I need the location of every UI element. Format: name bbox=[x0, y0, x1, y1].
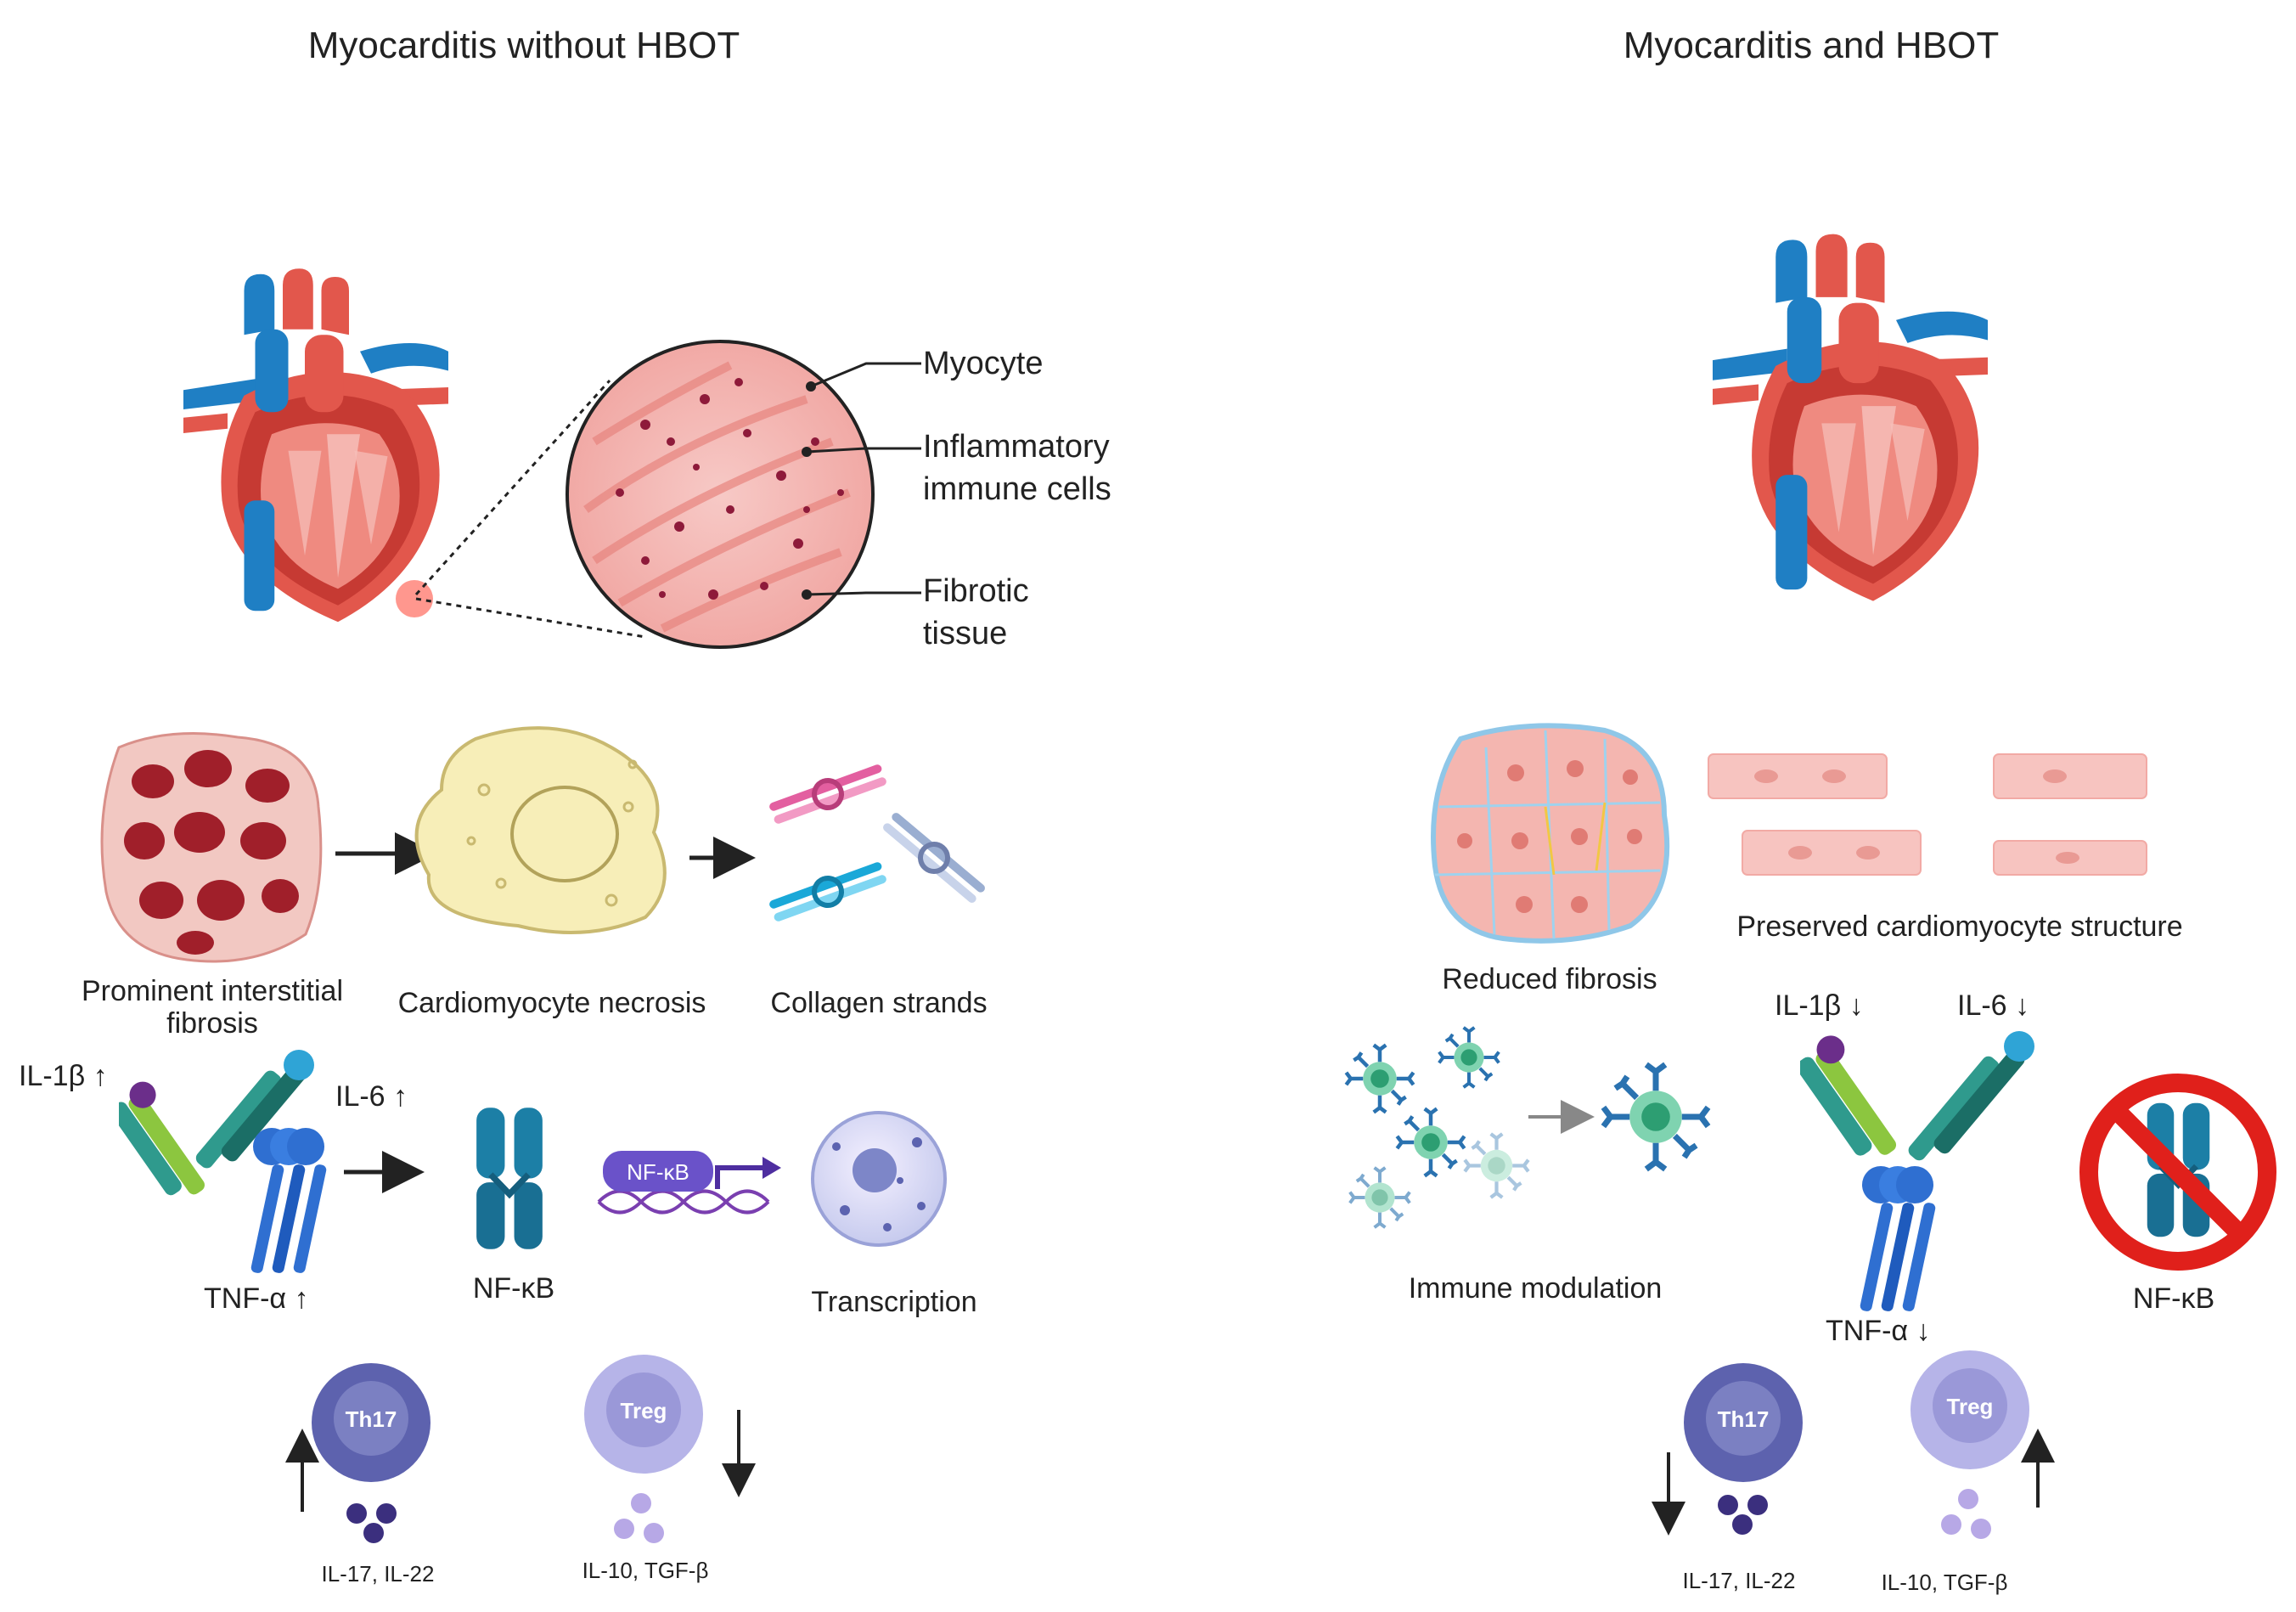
label-immune-modulation: Immune modulation bbox=[1409, 1272, 1663, 1305]
th17-cell-right bbox=[1684, 1363, 1803, 1482]
fibrosis-tissue-illustration bbox=[100, 732, 323, 963]
preserved-cardiomyocytes-illustration bbox=[1708, 753, 2147, 876]
label-treg-cytokines-left: IL-10, TGF-β bbox=[582, 1558, 709, 1583]
il1b-receptor-icon-right bbox=[1800, 1035, 1899, 1158]
reduced-fibrosis-tissue-illustration bbox=[1431, 723, 1670, 944]
label-treg-left: Treg bbox=[621, 1398, 667, 1423]
label-collagen: Collagen strands bbox=[770, 987, 987, 1019]
myocyte-pointer bbox=[810, 362, 921, 388]
th17-cytokine-dots-right bbox=[1718, 1495, 1768, 1535]
label-nfkb-badge: NF-κB bbox=[627, 1159, 689, 1185]
heart-illustration-right bbox=[1713, 234, 1988, 601]
label-treg-right: Treg bbox=[1947, 1394, 1994, 1419]
fibrotic-pointer bbox=[806, 591, 921, 596]
nfkb-dna-binding-icon bbox=[597, 1151, 781, 1215]
label-th17-right: Th17 bbox=[1718, 1406, 1770, 1432]
heart-illustration-left bbox=[183, 268, 448, 623]
treg-cell-right bbox=[1911, 1350, 2029, 1469]
label-reduced-fibrosis: Reduced fibrosis bbox=[1442, 963, 1657, 995]
label-myocyte: Myocyte bbox=[923, 346, 1043, 381]
tnfa-receptor-icon bbox=[250, 1128, 328, 1275]
th17-cell-left bbox=[312, 1363, 430, 1482]
modulated-immune-cell-icon bbox=[1603, 1064, 1708, 1169]
label-il6-down: IL-6 ↓ bbox=[1957, 989, 2029, 1022]
label-th17-left: Th17 bbox=[346, 1406, 397, 1432]
label-tnfa-up: TNF-α ↑ bbox=[204, 1282, 309, 1315]
collagen-strands-illustration bbox=[769, 764, 985, 922]
label-th17-cytokines-right: IL-17, IL-22 bbox=[1683, 1568, 1796, 1593]
label-il1b-up: IL-1β ↑ bbox=[19, 1060, 108, 1092]
treg-cytokine-dots-right bbox=[1941, 1489, 1991, 1539]
il6-receptor-icon-right bbox=[1908, 1031, 2034, 1161]
label-necrosis: Cardiomyocyte necrosis bbox=[398, 987, 706, 1019]
right-panel-title: Myocarditis and HBOT bbox=[1624, 25, 2000, 66]
label-fibrotic-2: tissue bbox=[923, 616, 1007, 651]
il1b-receptor-icon bbox=[119, 1081, 208, 1198]
inflammatory-pointer bbox=[806, 447, 921, 454]
treg-cell-left bbox=[584, 1355, 703, 1474]
nfkb-inhibited-icon bbox=[2079, 1074, 2276, 1271]
label-preserved-structure: Preserved cardiomyocyte structure bbox=[1736, 910, 2182, 943]
histology-zoom-circle bbox=[566, 340, 875, 649]
zoom-line-top bbox=[414, 379, 611, 596]
label-nfkb-inhibited: NF-κB bbox=[2133, 1282, 2214, 1315]
label-il1b-down: IL-1β ↓ bbox=[1775, 989, 1864, 1022]
label-inflammatory-1: Inflammatory bbox=[923, 429, 1110, 465]
label-fibrotic-1: Fibrotic bbox=[923, 573, 1029, 609]
th17-cytokine-dots-left bbox=[346, 1503, 397, 1543]
label-treg-cytokines-right: IL-10, TGF-β bbox=[1882, 1570, 2008, 1595]
tnfa-receptor-icon-right bbox=[1859, 1166, 1937, 1313]
label-tnfa-down: TNF-α ↓ bbox=[1826, 1315, 1931, 1347]
label-th17-cytokines-left: IL-17, IL-22 bbox=[322, 1561, 435, 1587]
necrotic-cardiomyocyte-illustration bbox=[414, 726, 667, 934]
label-fibrosis-2: fibrosis bbox=[166, 1007, 258, 1040]
nfkb-dimer-icon bbox=[476, 1108, 543, 1249]
zoom-line-bottom bbox=[415, 597, 646, 639]
left-panel-title: Myocarditis without HBOT bbox=[308, 25, 740, 66]
transcription-cell-icon bbox=[811, 1111, 947, 1247]
label-nfkb: NF-κB bbox=[473, 1272, 554, 1305]
label-transcription: Transcription bbox=[811, 1286, 976, 1318]
il6-receptor-icon bbox=[195, 1050, 314, 1169]
treg-cytokine-dots-left bbox=[614, 1493, 664, 1543]
label-il6-up: IL-6 ↑ bbox=[335, 1080, 408, 1113]
immune-cells-cluster-icon bbox=[1346, 1025, 1528, 1230]
label-fibrosis-1: Prominent interstitial bbox=[82, 975, 343, 1007]
label-inflammatory-2: immune cells bbox=[923, 471, 1111, 507]
